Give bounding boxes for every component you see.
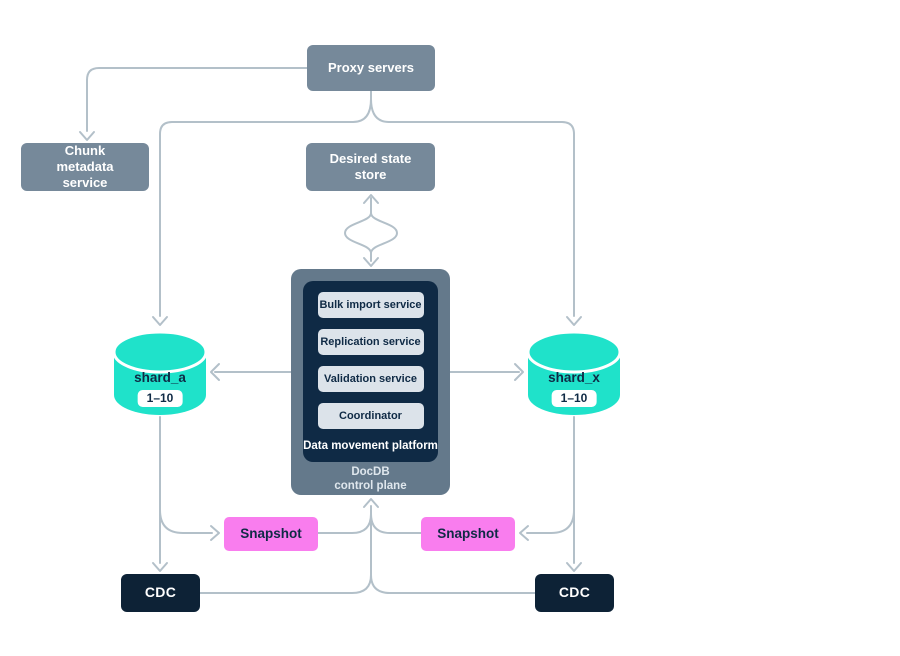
edge-proxy-to-chunk-metadata bbox=[79, 67, 308, 141]
shard-x-cylinder: shard_x 1–10 bbox=[526, 330, 622, 418]
snapshot-right-node: Snapshot bbox=[421, 517, 515, 551]
docdb-caption: DocDB control plane bbox=[334, 466, 407, 492]
desired-state-store-label: Desired state store bbox=[329, 150, 412, 182]
edge-shard-x-to-snapshot-and-cdc bbox=[519, 416, 582, 572]
edge-control-plane-to-shard-x bbox=[449, 363, 524, 381]
edge-desired-state-sync-loop bbox=[344, 194, 398, 267]
arrow-right-icon bbox=[210, 525, 220, 541]
desired-state-store-node: Desired state store bbox=[306, 143, 435, 191]
shard-name-label: shard_a bbox=[134, 370, 186, 385]
arrow-left-icon bbox=[519, 525, 529, 541]
chunk-metadata-service-node: Chunk metadata service bbox=[21, 143, 149, 191]
cdc-label: CDC bbox=[558, 584, 591, 601]
platform-title: Data movement platform bbox=[303, 440, 438, 452]
service-label: Bulk import service bbox=[319, 299, 422, 311]
edge-control-plane-to-shard-a bbox=[210, 363, 292, 381]
shard-name-label: shard_x bbox=[548, 370, 600, 385]
arrow-up-icon bbox=[363, 194, 379, 204]
edge-shard-a-to-snapshot-and-cdc bbox=[152, 416, 220, 572]
snapshot-label: Snapshot bbox=[437, 525, 499, 541]
snapshot-label: Snapshot bbox=[240, 525, 302, 541]
service-replication: Replication service bbox=[317, 329, 424, 355]
database-cylinder-icon bbox=[526, 330, 622, 415]
arrow-up-icon bbox=[363, 498, 379, 508]
edge-proxy-to-shards-fork bbox=[152, 90, 582, 326]
snapshot-left-node: Snapshot bbox=[224, 517, 318, 551]
chunk-metadata-service-label: Chunk metadata service bbox=[56, 142, 114, 191]
service-label: Replication service bbox=[320, 336, 421, 348]
arrow-right-icon bbox=[514, 363, 524, 381]
service-coordinator: Coordinator bbox=[317, 403, 424, 429]
edge-collectors-to-control-plane bbox=[199, 498, 536, 594]
shard-range-badge: 1–10 bbox=[551, 390, 597, 407]
cdc-right-node: CDC bbox=[535, 574, 614, 612]
arrow-down-icon bbox=[79, 131, 95, 141]
arrow-down-icon bbox=[566, 316, 582, 326]
proxy-servers-node: Proxy servers bbox=[307, 45, 435, 91]
arrow-down-icon bbox=[152, 316, 168, 326]
arrow-left-icon bbox=[210, 363, 220, 381]
database-cylinder-icon bbox=[112, 330, 208, 415]
arrow-down-icon bbox=[363, 257, 379, 267]
service-validation: Validation service bbox=[317, 366, 424, 392]
docdb-control-plane-node: Bulk import service Replication service … bbox=[291, 269, 450, 495]
service-label: Coordinator bbox=[339, 410, 402, 422]
shard-range-badge: 1–10 bbox=[137, 390, 183, 407]
service-label: Validation service bbox=[324, 373, 417, 385]
cdc-left-node: CDC bbox=[121, 574, 200, 612]
proxy-servers-label: Proxy servers bbox=[327, 59, 414, 75]
arrow-down-icon bbox=[152, 562, 168, 572]
cdc-label: CDC bbox=[144, 584, 177, 601]
shard-a-cylinder: shard_a 1–10 bbox=[112, 330, 208, 418]
data-movement-platform-panel: Bulk import service Replication service … bbox=[303, 281, 438, 462]
arrow-down-icon bbox=[566, 562, 582, 572]
service-bulk-import: Bulk import service bbox=[317, 292, 424, 318]
